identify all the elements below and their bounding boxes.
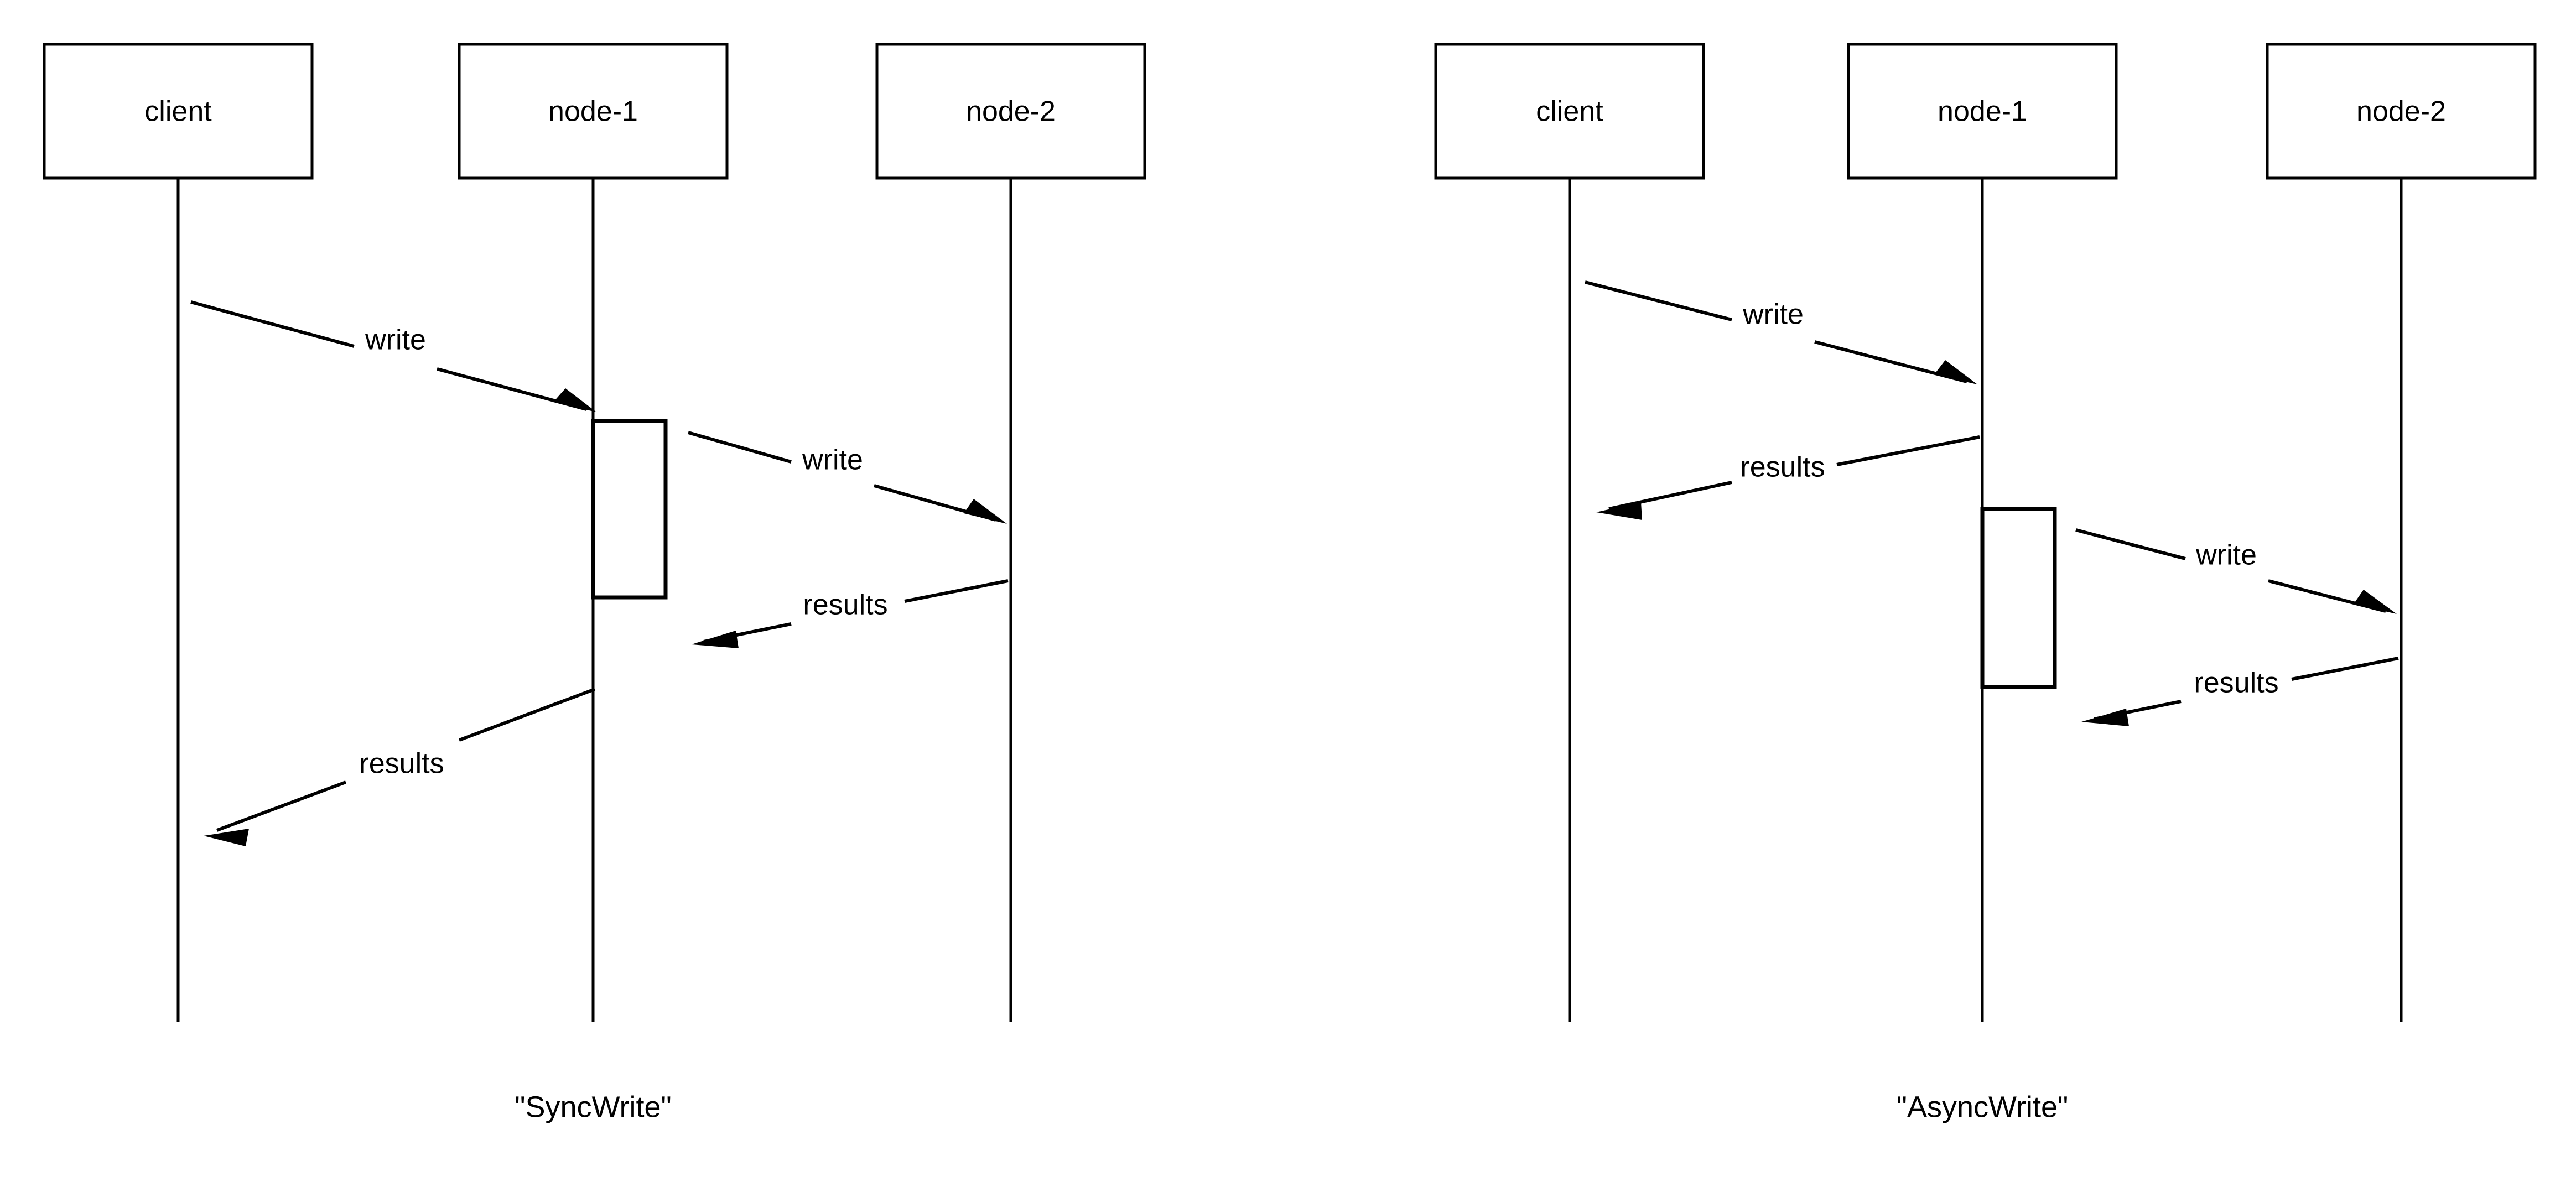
message-write-client-to-node-1: write — [190, 300, 596, 412]
participant-box-client[interactable] — [1434, 43, 1705, 180]
message-line-segment-left — [2075, 528, 2186, 560]
message-label-write: write — [1742, 299, 1804, 331]
arrowhead-left-icon — [2081, 709, 2129, 726]
message-line-segment-right — [1836, 435, 1980, 466]
diagram-caption-sync-write: "SyncWrite" — [515, 1090, 671, 1123]
activation-bar-node-1 — [1980, 507, 2057, 689]
participant-label-node-1: node-1 — [1938, 96, 2027, 128]
message-label-results: results — [2194, 667, 2278, 699]
participant-node-1[interactable]: node-1 — [1847, 43, 2118, 180]
participant-node-2[interactable]: node-2 — [875, 43, 1146, 180]
participant-label-node-2: node-2 — [2356, 96, 2446, 128]
participant-node-2[interactable]: node-2 — [2266, 43, 2537, 180]
activation-bar-node-1 — [591, 419, 668, 600]
participant-box-node-2[interactable] — [875, 43, 1146, 180]
message-results-node-2-to-node-1: results — [692, 579, 1009, 648]
arrowhead-right-icon — [1934, 360, 1977, 384]
arrowhead-left-icon — [692, 631, 739, 648]
message-write-client-to-node-1: write — [1585, 280, 1977, 384]
participant-box-client[interactable] — [43, 43, 314, 180]
participant-label-node-2: node-2 — [966, 96, 1056, 128]
message-results-node-1-to-client: results — [1596, 435, 1980, 520]
message-write-node-1-to-node-2: write — [2075, 528, 2397, 614]
diagram-sync-write: client node-1 node-2 write — [43, 43, 1146, 1123]
message-label-write: write — [365, 324, 426, 356]
message-line-segment-left — [688, 431, 792, 464]
arrowhead-right-icon — [553, 388, 596, 412]
message-line-segment-left — [216, 780, 347, 832]
message-label-write: write — [802, 444, 863, 476]
arrowhead-right-icon — [964, 499, 1007, 524]
participant-label-client: client — [1536, 96, 1603, 128]
participant-node-1[interactable]: node-1 — [458, 43, 729, 180]
diagram-caption-async-write: "AsyncWrite" — [1897, 1090, 2068, 1123]
message-write-node-1-to-node-2: write — [688, 431, 1007, 524]
message-label-results: results — [359, 748, 444, 780]
message-label-write: write — [2195, 539, 2257, 571]
message-line-segment-right — [2291, 657, 2399, 681]
participant-client[interactable]: client — [1434, 43, 1705, 180]
diagram-async-write: client node-1 node-2 write — [1434, 43, 2537, 1123]
message-results-node-1-to-client: results — [204, 688, 596, 846]
message-line-segment-right — [458, 688, 596, 742]
participant-client[interactable]: client — [43, 43, 314, 180]
arrowhead-left-icon — [204, 829, 249, 846]
message-line-segment-left — [190, 300, 355, 348]
message-results-node-2-to-node-1: results — [2081, 657, 2399, 726]
participant-box-node-1[interactable] — [1847, 43, 2118, 180]
participant-label-node-1: node-1 — [548, 96, 638, 128]
arrowhead-right-icon — [2354, 590, 2397, 614]
participant-box-node-1[interactable] — [458, 43, 729, 180]
message-label-results: results — [803, 589, 887, 621]
message-line-segment-right — [904, 579, 1009, 603]
message-label-results: results — [1740, 451, 1825, 483]
arrowhead-left-icon — [1596, 502, 1642, 520]
message-line-segment-left — [1608, 481, 1732, 511]
message-line-segment-left — [1585, 280, 1732, 321]
participant-box-node-2[interactable] — [2266, 43, 2537, 180]
participant-label-client: client — [144, 96, 212, 128]
